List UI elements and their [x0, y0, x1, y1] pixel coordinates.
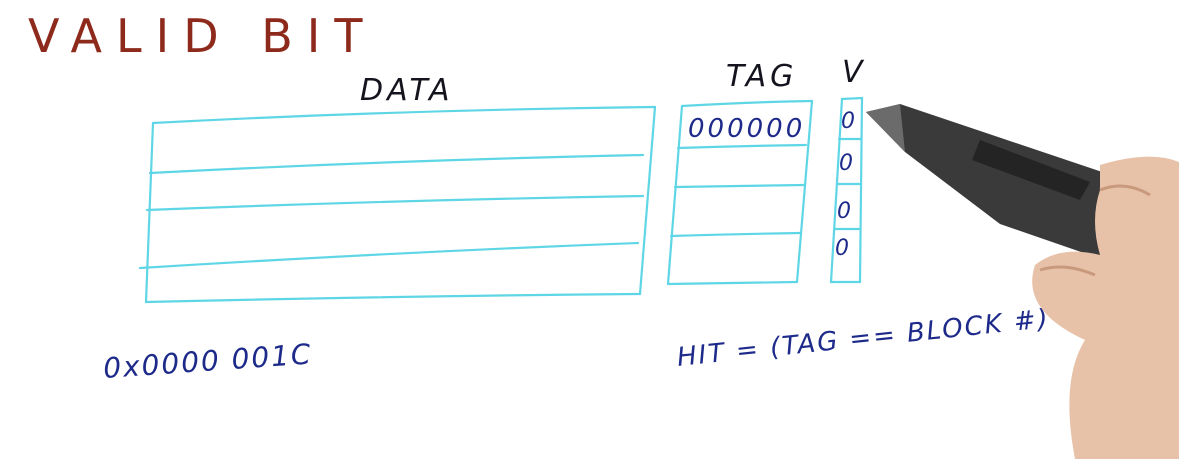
data-block-bottom-edge — [144, 292, 642, 304]
tag-block-left-edge — [666, 104, 684, 286]
tag-block — [666, 99, 814, 286]
data-block — [138, 105, 657, 304]
address-value: 0x0000 001C — [102, 337, 313, 385]
tag-row-divider — [676, 143, 808, 150]
data-column-header: DATA — [360, 73, 454, 108]
valid-bit-row-2: 0 — [839, 151, 853, 176]
data-block-top-edge — [151, 105, 657, 125]
hand-shape — [1032, 156, 1179, 459]
tag-row-divider — [669, 231, 802, 238]
hand — [1032, 156, 1179, 459]
tag-value-row-1: 000000 — [688, 114, 805, 144]
data-row-divider — [145, 194, 645, 212]
tag-row-divider — [673, 183, 806, 189]
valid-block-outline — [829, 96, 864, 284]
data-row-divider — [138, 241, 640, 270]
valid-column-header: V — [842, 55, 867, 90]
stylus-grip — [972, 140, 1090, 200]
valid-bit-row-4: 0 — [835, 236, 849, 261]
title-valid-bit: VALID BIT — [28, 9, 376, 63]
stylus-pen — [866, 104, 1120, 262]
stylus-tip — [866, 104, 1120, 262]
data-block-left-edge — [144, 121, 155, 304]
tag-block-top-edge — [680, 99, 814, 108]
tag-column-header: TAG — [726, 59, 797, 94]
valid-block — [829, 96, 864, 284]
valid-bit-row-3: 0 — [837, 199, 851, 224]
stylus-nib — [866, 104, 905, 152]
hand-finger-crease — [1039, 265, 1096, 277]
data-row-divider — [148, 153, 645, 175]
tag-block-right-edge — [795, 99, 814, 284]
valid-bit-row-1: 0 — [841, 109, 855, 134]
data-block-right-edge — [638, 105, 657, 296]
tag-block-bottom-edge — [666, 280, 799, 286]
hand-knuckle-crease — [1099, 184, 1151, 197]
